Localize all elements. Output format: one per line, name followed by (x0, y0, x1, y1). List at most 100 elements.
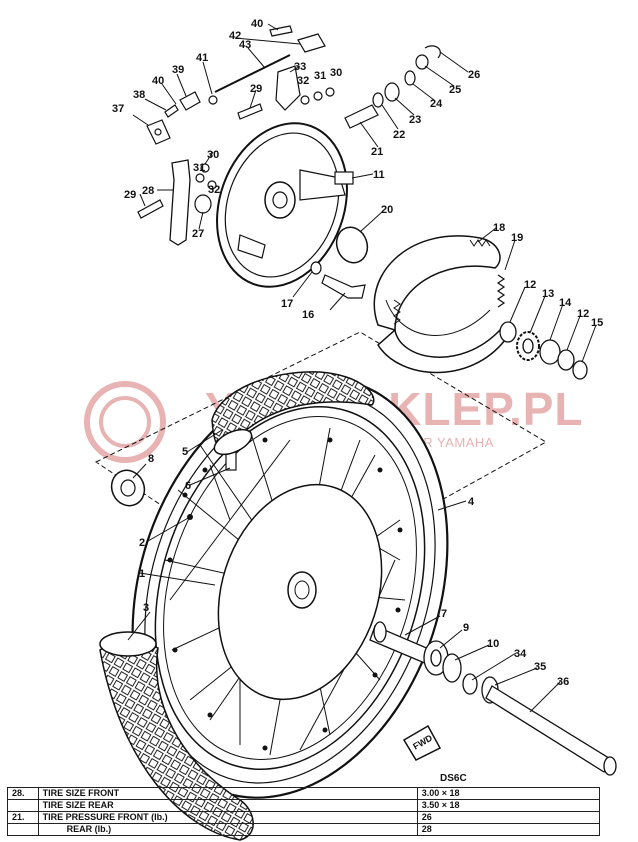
callout-25: 25 (449, 84, 461, 96)
callout-8: 8 (148, 453, 154, 465)
collar-34 (462, 673, 478, 695)
bolt-29-top (237, 103, 263, 120)
callout-18: 18 (493, 222, 505, 234)
row-number (7, 799, 39, 812)
callout-30a: 30 (207, 149, 219, 161)
cam-lever-28 (169, 159, 191, 246)
brake-panel (216, 122, 354, 288)
oil-seal-27 (194, 194, 212, 214)
callout-32b: 32 (297, 75, 309, 87)
callout-40a: 40 (152, 75, 164, 87)
gear-parts (499, 321, 588, 380)
bolt-40-top (269, 25, 293, 37)
table-row: 21. TIRE PRESSURE FRONT (lb.) 26 (7, 811, 601, 824)
brake-linkage (146, 25, 335, 145)
washer-12b (557, 349, 575, 371)
spec-table: 28. TIRE SIZE FRONT 3.00 × 18 TIRE SIZE … (7, 787, 601, 836)
callout-26: 26 (468, 69, 480, 81)
row-value: 3.50 × 18 (416, 799, 601, 812)
row-label: TIRE SIZE REAR (37, 799, 418, 812)
callout-27: 27 (192, 228, 204, 240)
callout-1: 1 (139, 568, 145, 580)
washer-12a (499, 321, 517, 343)
callout-34: 34 (514, 648, 527, 660)
row-label: REAR (lb.) (37, 823, 418, 836)
callout-30b: 30 (330, 67, 342, 79)
callout-10: 10 (487, 638, 499, 650)
callout-41: 41 (196, 52, 208, 64)
row-number: 28. (7, 787, 39, 800)
fwd-arrow-icon: FWD (402, 724, 442, 761)
clip-15 (572, 360, 588, 380)
callout-39: 39 (172, 64, 184, 76)
row-value: 3.00 × 18 (416, 787, 601, 800)
callout-3: 3 (143, 602, 149, 614)
joint-39 (179, 91, 201, 111)
bearing-8 (110, 469, 146, 507)
row-number: 21. (7, 811, 39, 824)
row-label: TIRE SIZE FRONT (37, 787, 418, 800)
table-row: 28. TIRE SIZE FRONT 3.00 × 18 (7, 787, 601, 800)
washer-25 (415, 54, 429, 70)
row-value: 26 (416, 811, 601, 824)
oil-seal-10 (442, 653, 462, 683)
callout-20: 20 (381, 204, 393, 216)
callout-2: 2 (139, 537, 145, 549)
callout-29a: 29 (124, 189, 136, 201)
camshaft-21 (344, 104, 379, 129)
table-row: REAR (lb.) 28 (7, 823, 601, 836)
callout-40b: 40 (251, 18, 263, 30)
joint-42 (297, 33, 326, 53)
callout-7: 7 (441, 608, 447, 620)
axle-parts (369, 621, 617, 776)
callout-43: 43 (239, 39, 251, 51)
callout-22: 22 (393, 129, 405, 141)
callouts: 1 2 3 4 5 6 7 8 9 10 11 12 12 13 14 15 1… (112, 18, 603, 688)
axle-36 (485, 685, 613, 773)
model-code: DS6C (440, 773, 467, 784)
pin-38 (164, 104, 179, 118)
callout-19: 19 (511, 232, 523, 244)
callout-17: 17 (281, 298, 293, 310)
callout-38: 38 (133, 89, 145, 101)
table-row: TIRE SIZE REAR 3.50 × 18 (7, 799, 601, 812)
row-number (7, 823, 39, 836)
callout-6: 6 (185, 480, 191, 492)
callout-9: 9 (463, 622, 469, 634)
watermark-logo-icon (84, 381, 166, 463)
washer-14 (539, 339, 561, 365)
callout-31b: 31 (314, 70, 326, 82)
callout-32a: 32 (208, 184, 220, 196)
camshaft-parts (344, 45, 441, 129)
callout-31a: 31 (193, 162, 205, 174)
callout-16: 16 (302, 309, 314, 321)
callout-29b: 29 (250, 83, 262, 95)
callout-15: 15 (591, 317, 603, 329)
callout-13: 13 (542, 288, 554, 300)
clip-26 (424, 45, 441, 59)
spring-19 (496, 274, 506, 308)
callout-12a: 12 (524, 279, 536, 291)
callout-32b: 33 (294, 61, 306, 73)
row-label: TIRE PRESSURE FRONT (lb.) (37, 811, 418, 824)
callout-28: 28 (142, 185, 154, 197)
callout-4: 4 (468, 496, 475, 508)
callout-21: 21 (371, 146, 383, 158)
spring-top (469, 239, 491, 247)
spring-bottom (393, 299, 401, 325)
callout-12b: 12 (577, 308, 589, 320)
callout-11: 11 (373, 169, 385, 181)
seal-23 (384, 82, 400, 102)
shaft-16 (321, 274, 366, 299)
leader-lines (127, 23, 597, 713)
rim (154, 405, 426, 771)
callout-24: 24 (430, 98, 443, 110)
bolt-29-left (137, 199, 164, 219)
callout-23: 23 (409, 114, 421, 126)
rod-43 (214, 54, 291, 93)
row-value: 28 (416, 823, 601, 836)
washer-17 (310, 261, 322, 275)
callout-14: 14 (559, 297, 572, 309)
callout-5: 5 (182, 446, 188, 458)
